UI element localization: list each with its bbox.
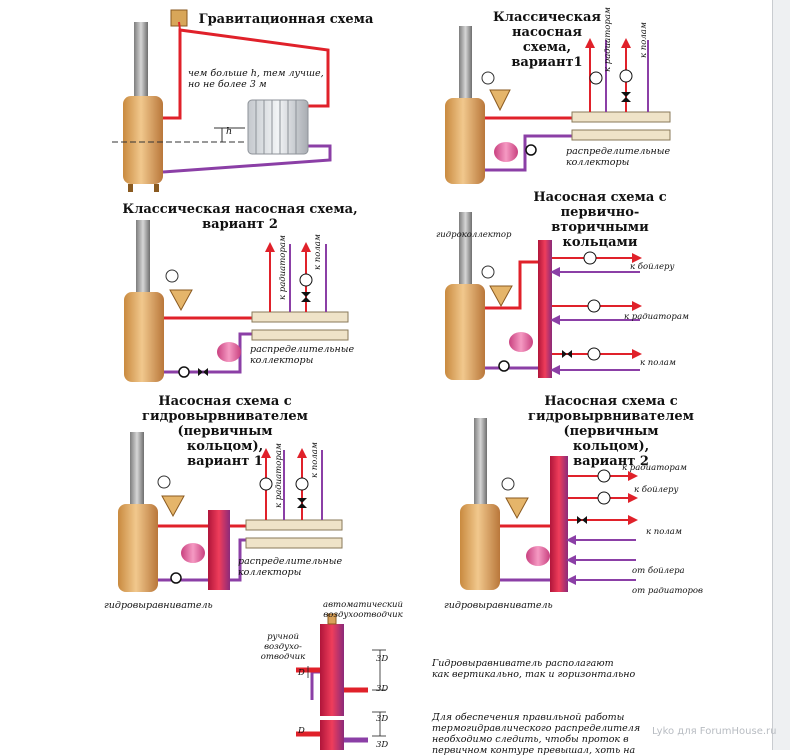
note-gravity-h: чем больше h, тем лучше, но не более 3 м: [188, 68, 324, 90]
label-to-boiler-4: к бойлеру: [630, 262, 675, 272]
note-separator-orientation: Гидровыравниватель располагают как верти…: [432, 658, 636, 680]
label-to-radiators-6: к радиаторам: [622, 463, 687, 473]
title-classic-v2: Классическая насосная схема, вариант 2: [122, 202, 358, 232]
chimney-1: [134, 22, 148, 100]
panel-classic-pump-v2: [124, 220, 349, 382]
label-to-floors-4: к полам: [640, 358, 676, 368]
title-gravity: Гравитационная схема: [198, 12, 374, 27]
watermark: Lyko для ForumHouse.ru: [652, 726, 777, 737]
label-to-floors-2: к полам: [639, 22, 649, 58]
label-h: h: [226, 126, 233, 137]
label-to-floors-6: к полам: [646, 527, 682, 537]
page-edge: [772, 0, 790, 750]
separator-detail: [296, 613, 386, 750]
panel-primary-secondary: [445, 212, 642, 380]
label-separator-5: гидровыравниватель: [104, 600, 213, 611]
label-collectors-2: распределительные коллекторы: [566, 146, 671, 168]
collector-return-2: [571, 129, 671, 141]
label-hydro-collector: гидроколлектор: [436, 230, 512, 240]
separator-body-detail: [320, 624, 344, 716]
dim-d-1: D: [298, 668, 305, 678]
title-classic-v1: Классическая насосная схема, вариант1: [492, 10, 601, 70]
label-to-floors-5: к полам: [310, 442, 320, 478]
title-separator-v2: Насосная схема с гидровырвнивателем (пер…: [528, 394, 694, 469]
label-to-radiators-2: к радиаторам: [603, 7, 613, 72]
label-collectors-3: распределительные коллекторы: [250, 344, 355, 366]
dim-3d-1: 3D: [376, 654, 389, 664]
label-to-radiators-5: к радиаторам: [274, 443, 284, 508]
dim-3d-3: 3D: [376, 714, 389, 724]
label-collectors-5: распределительные коллекторы: [238, 556, 343, 578]
label-from-boiler-6: от бойлера: [632, 566, 685, 576]
panel-gravity-scheme: [112, 9, 332, 192]
expansion-vessel-3: [217, 342, 241, 362]
label-to-radiators-4: к радиаторам: [624, 312, 689, 322]
dim-3d-4: 3D: [376, 740, 389, 750]
title-primary-secondary: Насосная схема с первично-вторичными кол…: [533, 190, 667, 250]
label-auto-vent: автоматический воздухоотводчик: [323, 600, 403, 620]
panel-separator-v2: [460, 418, 638, 592]
label-manual-vent: ручной воздухо- отводчик: [260, 632, 306, 662]
hydro-collector-4: [538, 240, 552, 378]
note-separator-flow: Для обеспечения правильной работы термог…: [432, 712, 641, 756]
boiler-4: [445, 284, 485, 380]
boiler-5: [118, 504, 158, 592]
panel-classic-pump-v1: [445, 26, 671, 184]
boiler-6: [460, 504, 500, 590]
title-separator-v1: Насосная схема с гидровырвнивателем (пер…: [142, 394, 308, 469]
label-to-floors-3: к полам: [313, 234, 323, 270]
boiler-3: [124, 292, 164, 382]
hydro-separator-6: [550, 456, 568, 592]
boiler-1: [123, 96, 163, 184]
label-from-radiators-6: от радиаторов: [632, 586, 704, 596]
radiator-1: [247, 99, 309, 155]
dim-3d-2: 3D: [376, 684, 389, 694]
label-to-boiler-6: к бойлеру: [634, 485, 679, 495]
label-to-radiators-3: к радиаторам: [278, 235, 288, 300]
panel-separator-v1: [118, 432, 343, 592]
dim-d-2: D: [298, 726, 305, 736]
hydro-separator-5: [208, 510, 230, 590]
boiler-2: [445, 98, 485, 184]
expansion-vessel-2: [494, 142, 518, 162]
label-separator-6: гидровыравниватель: [444, 600, 553, 611]
collector-supply-2: [571, 111, 671, 123]
